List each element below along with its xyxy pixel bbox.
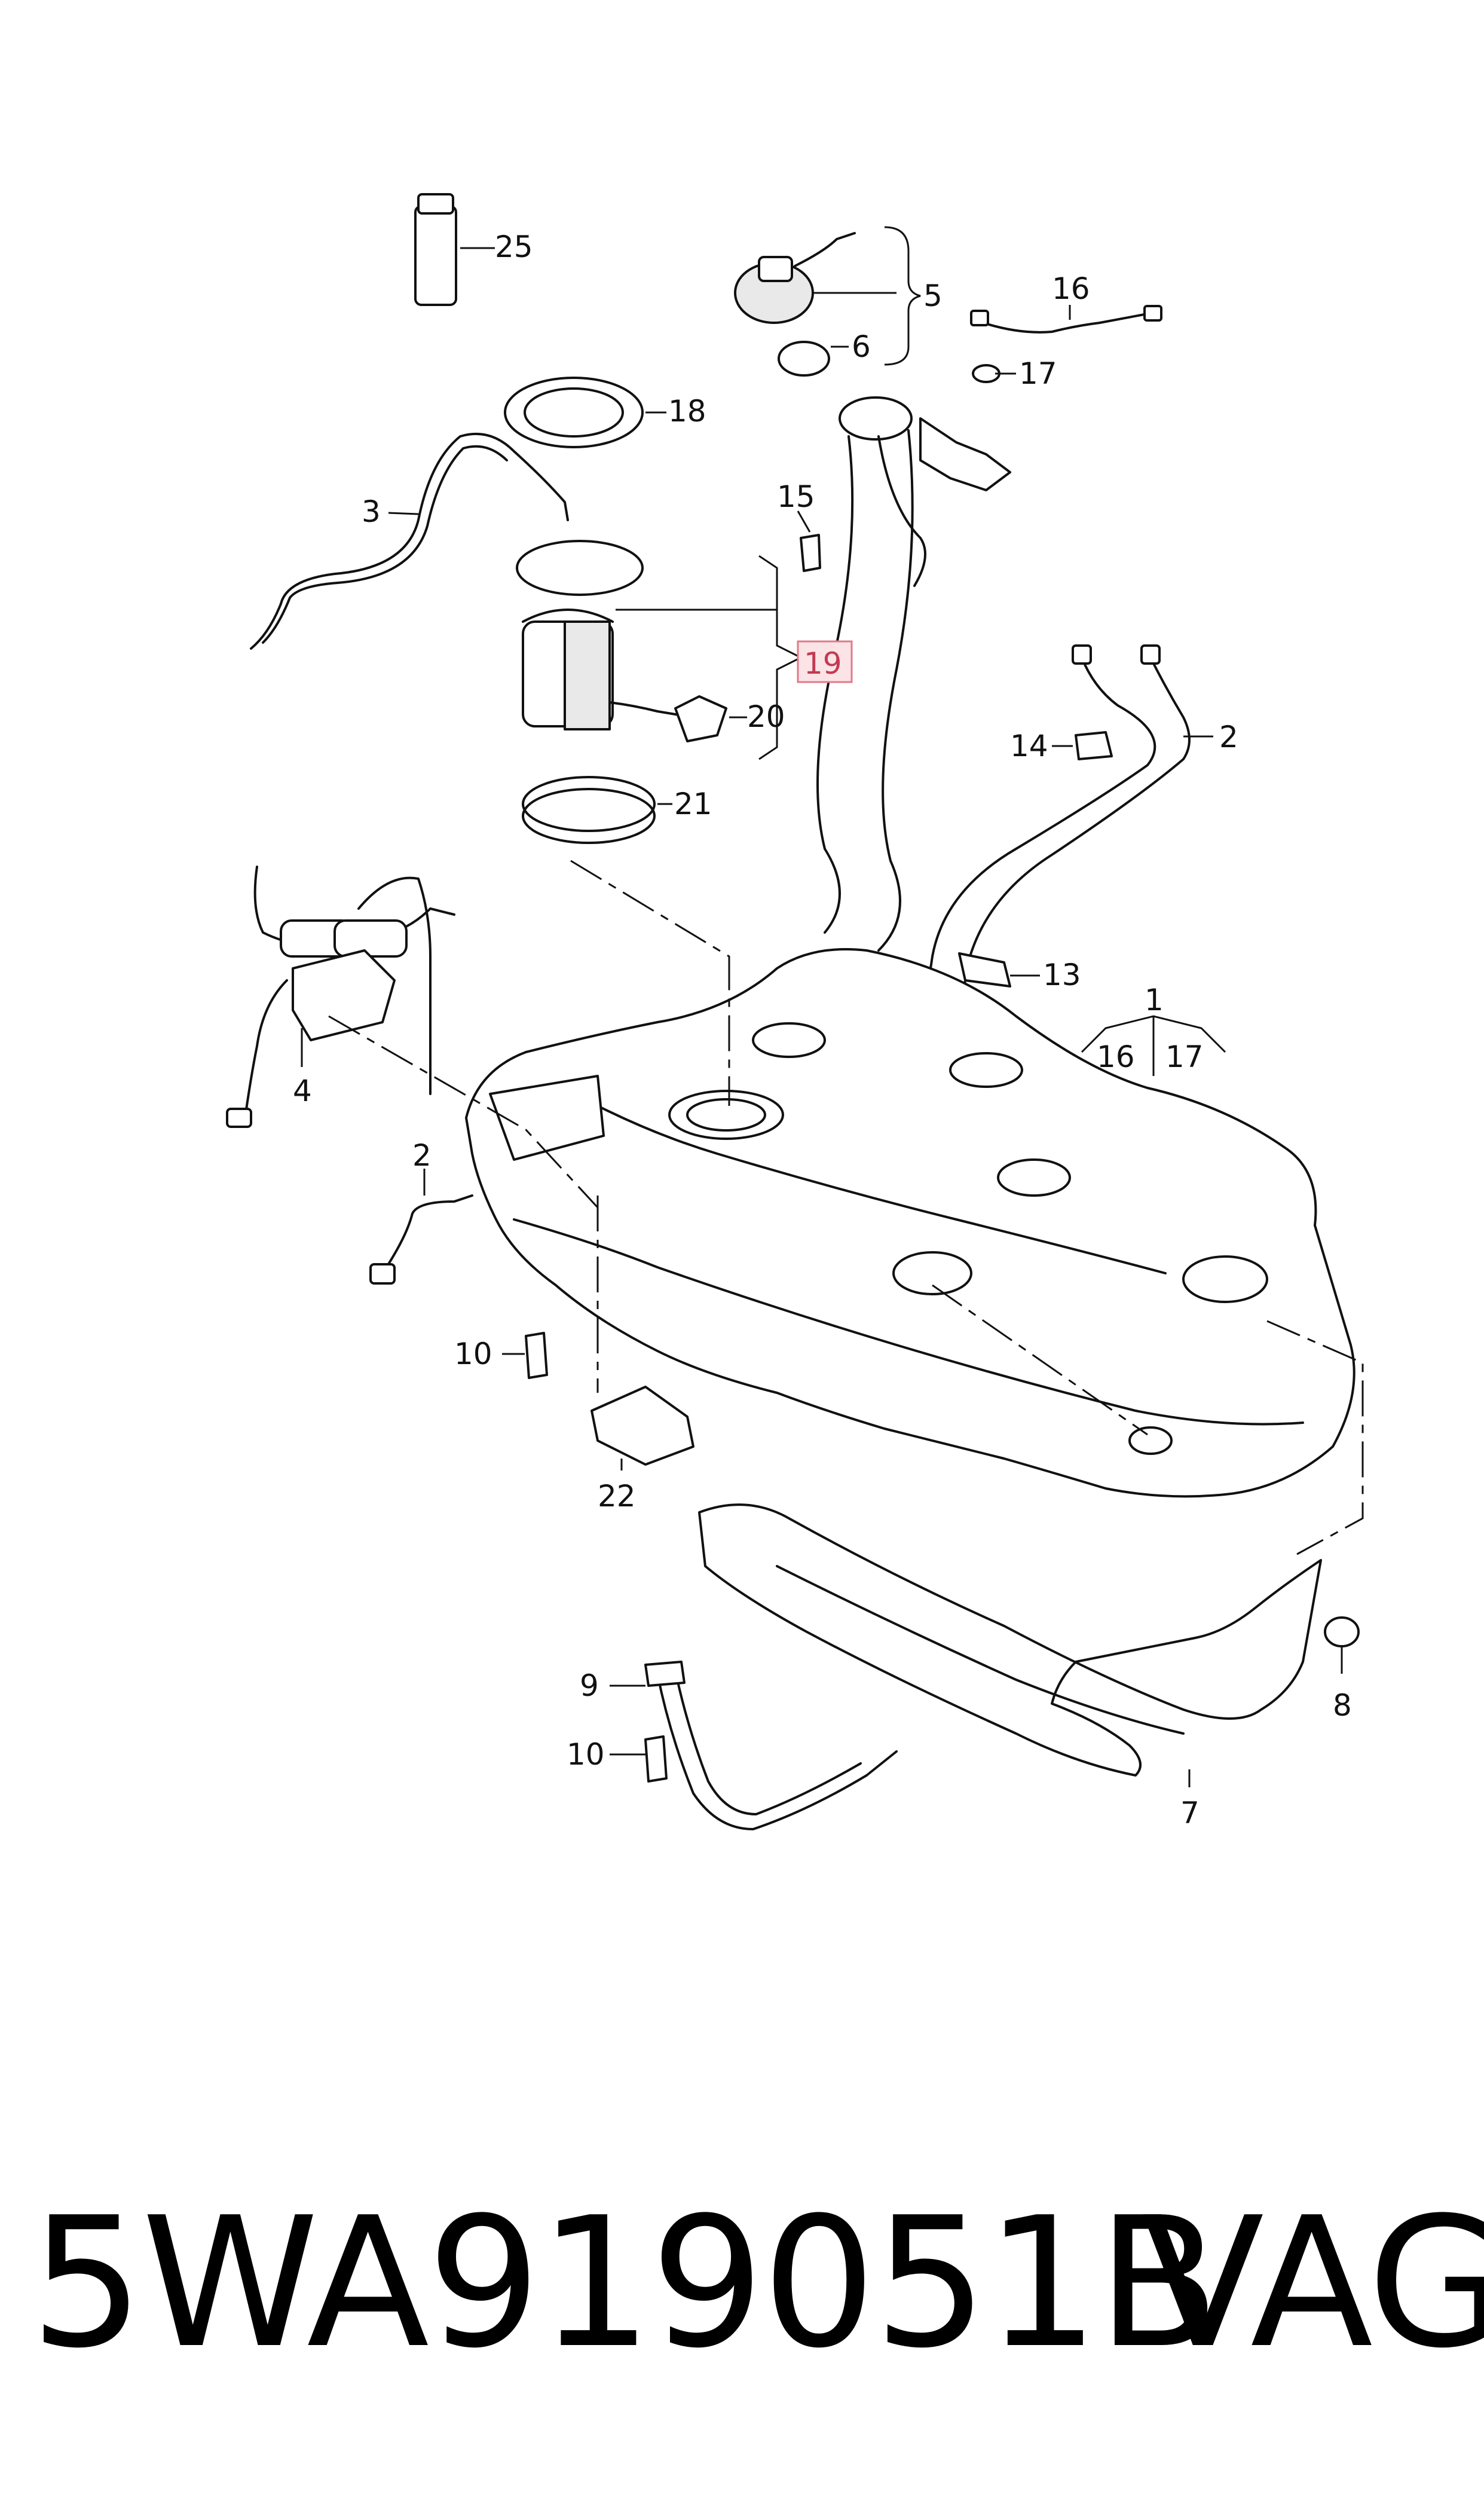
callout-16-tank: 16 [1097,1040,1135,1074]
callouts: 25 18 3 19 20 21 5 6 16 17 15 14 2 13 1 … [293,230,1352,1830]
part-8-nut [1324,1616,1360,1647]
callout-2-lower: 2 [412,1138,432,1173]
callout-17-tank: 17 [1165,1040,1204,1074]
callout-15: 15 [777,479,815,514]
callout-14: 14 [1010,729,1048,763]
part-1-fuel-tank [465,948,1356,1498]
part-25-bottle [414,193,457,306]
callout-8: 8 [1333,1688,1352,1723]
callout-22: 22 [598,1479,636,1514]
callout-17-top: 17 [1019,356,1057,391]
part-3-fuel-line [250,432,569,650]
callout-7: 7 [1180,1796,1200,1830]
part-2-line-lower [381,1194,473,1274]
callout-9: 9 [580,1668,599,1703]
part-19-fuel-pump [516,540,694,730]
part-20-sensor [674,695,727,742]
part-6-o-ring [778,341,830,377]
part-15-bolt [800,534,821,572]
callout-25: 25 [495,230,533,264]
callout-19: 19 [804,646,842,681]
callout-2-upper: 2 [1219,720,1238,754]
leader-lines [301,226,1343,1787]
part-21-lock-ring [522,776,656,844]
callout-10-upper: 10 [454,1337,492,1371]
part-16-wire [973,313,1149,334]
part-10-bolt-b [644,1735,668,1783]
part-14-clip [1075,731,1113,760]
part-13-clip [958,952,1011,988]
part-18-seal-ring [504,377,644,448]
filler-neck [816,396,1011,952]
part-number: 5WA919051B [30,2179,1220,2387]
callout-5: 5 [923,279,943,313]
parts-diagram: 25 18 3 19 20 21 5 6 16 17 15 14 2 13 1 … [226,193,1364,1830]
part-9-strap [644,1661,898,1830]
callout-1: 1 [1145,983,1164,1017]
brand-label: VAG [1142,2179,1484,2387]
callout-19-highlight [797,640,853,683]
callout-21: 21 [674,787,712,821]
callout-3: 3 [362,494,381,529]
callout-13: 13 [1043,958,1081,992]
callout-18: 18 [668,394,706,429]
part-7-heat-shield [698,1503,1322,1777]
callout-6: 6 [852,329,871,364]
part-22-bracket [590,1386,694,1466]
callout-10-lower: 10 [567,1737,605,1772]
part-5-filler-cap [734,232,856,324]
part-10-bolt-a [525,1332,548,1379]
callout-20: 20 [747,699,785,734]
callout-4: 4 [293,1074,312,1108]
part-4-valve-assembly [226,866,455,1128]
caption: 5WA919051B VAG [30,2176,1484,2391]
callout-16-top: 16 [1052,271,1090,306]
